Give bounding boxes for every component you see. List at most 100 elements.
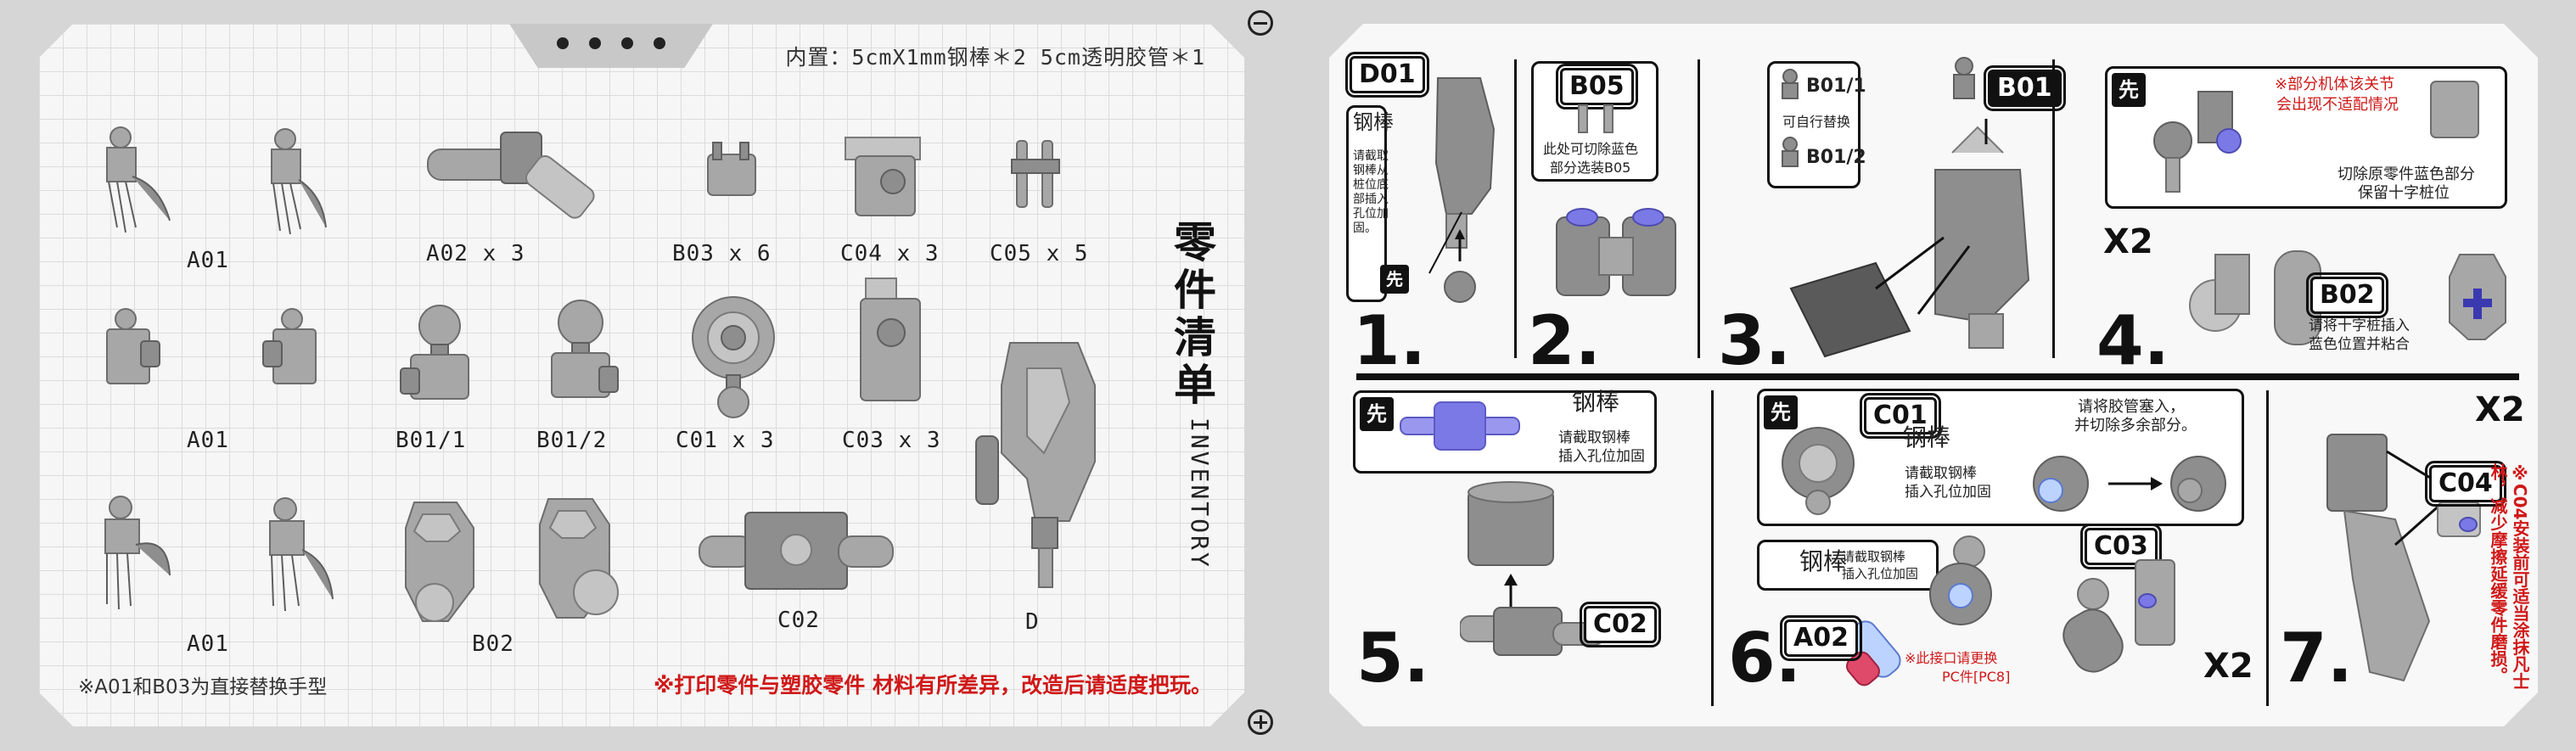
shoulder-part-b01-2 (551, 300, 619, 398)
part-label: A02 x 3 (426, 241, 525, 266)
tube-instruction-text: 并切除多余部分。 (2074, 417, 2197, 434)
hand-part-b03 (707, 142, 756, 196)
rod-instruction-box (1757, 540, 1939, 591)
rod-instruction-text: 请截取 钢棒从 桩位底 部插入 孔位加 固。 (1353, 149, 1389, 235)
part-label: C04 x 3 (840, 241, 940, 266)
tab-dots (543, 31, 679, 56)
figure-icon (1953, 57, 1975, 99)
part-badge-c03: C03 (2080, 524, 2162, 569)
leg-assembly-d01 (1428, 77, 1496, 303)
hand-swap-note: ※A01和B03为直接替换手型 (78, 676, 328, 698)
part-label: C03 x 3 (842, 428, 941, 453)
rod-label: 钢棒 (1353, 110, 1394, 134)
figure-icon (1782, 69, 1799, 99)
column-divider (2266, 390, 2269, 706)
inventory-title: 零 件 清 单 (1174, 218, 1216, 410)
part-label: B01/2 (536, 428, 608, 453)
pc-part-note: ※此接口请更换 (1905, 650, 1998, 666)
part-badge-d01: D01 (1345, 52, 1429, 98)
joint-and-armor (2189, 250, 2321, 345)
quantity-x2: X2 (2103, 222, 2153, 261)
part-label: A01 (187, 428, 229, 453)
rod-instruction-text: 请截取钢棒 (1842, 549, 1906, 564)
part-label: C02 (777, 608, 820, 633)
part-label: D (1025, 609, 1040, 635)
part-label: C05 x 5 (990, 241, 1089, 266)
hand-part-a01 (271, 128, 327, 235)
part-badge-c04: C04 (2425, 461, 2506, 507)
dot-icon (621, 37, 633, 49)
leg-part-d (975, 342, 1096, 588)
fit-warning-text: ※部分机体该关节 (2275, 76, 2395, 93)
hand-part-a01 (262, 308, 317, 384)
joint-part-c03 (860, 277, 921, 401)
pin-part-b05 (1578, 104, 1614, 133)
part-badge-c01: C01 (1860, 393, 1941, 439)
hand-part-a01 (104, 496, 171, 610)
rod-instruction-text: 插入孔位加固 (1905, 484, 1991, 501)
rod-instruction-text: 插入孔位加固 (1842, 566, 1919, 581)
rod-instruction-text: 请截取钢棒 (1558, 429, 1630, 446)
first-step-icon: 先 (1360, 397, 1394, 431)
torso-assembly (1556, 208, 1676, 296)
tube-insertion-diagram (2033, 456, 2226, 512)
included-items-text: 内置：5cmX1mm钢棒＊2 5cm透明胶管＊1 (785, 45, 1205, 70)
part-label-b01-2: B01/2 (1806, 147, 1866, 168)
step-number: 5. (1356, 619, 1430, 698)
insert-instruction-text: 蓝色位置并粘合 (2309, 336, 2410, 353)
part-badge-b01: B01 (1984, 65, 2066, 111)
part-label: B01/1 (396, 428, 467, 453)
dot-icon (654, 37, 665, 49)
hand-part-a01 (269, 497, 334, 612)
first-step-icon: 先 (1764, 395, 1798, 429)
column-divider (1514, 59, 1517, 358)
material-warning: ※打印零件与塑胶零件 材料有所差异，改造后请适度把玩。 (654, 673, 1213, 698)
part-label: A01 (187, 631, 229, 657)
step-number: 1. (1353, 301, 1427, 380)
step-number: 6. (1728, 619, 1802, 698)
part-label: B02 (472, 631, 514, 657)
minus-circle-icon (1248, 10, 1273, 36)
joint-part-c01 (1782, 427, 1855, 515)
shoulder-part-b01-1 (400, 305, 469, 400)
joint-cut-part (2430, 81, 2479, 138)
insert-instruction-text: 请将十字桩插入 (2309, 317, 2410, 334)
part-badge-a02: A02 (1780, 615, 1862, 661)
cut-instruction-text: 切除原零件蓝色部分 (2337, 165, 2475, 183)
rod-label: 钢棒 (1903, 423, 1951, 451)
armor-part-b02 (405, 502, 474, 622)
plus-circle-icon (1248, 709, 1273, 735)
armor-part-b02 (539, 498, 619, 619)
arm-part-a02 (427, 132, 595, 219)
step-number: 4. (2096, 301, 2170, 380)
figure-icon (1782, 137, 1799, 167)
rod-label: 钢棒 (1799, 547, 1848, 575)
part-label-b01-1: B01/1 (1806, 76, 1866, 97)
torso-joint-part-c02 (699, 512, 894, 590)
part-label: C01 x 3 (676, 428, 775, 453)
quantity-x2: X2 (2203, 647, 2253, 686)
column-divider (1711, 390, 1714, 706)
joint-part-c04 (845, 137, 921, 216)
part-label: B03 x 6 (672, 241, 772, 266)
first-step-icon: 先 (1380, 265, 1409, 294)
rod-label: 钢棒 (1572, 388, 1620, 416)
pc-part-note: PC件[PC8] (1942, 669, 2011, 685)
step-number: 2. (1528, 301, 1602, 380)
pin-part-c05 (1011, 140, 1060, 208)
dot-icon (557, 37, 569, 49)
step-number: 7. (2280, 619, 2354, 698)
column-divider (2052, 59, 2055, 358)
rod-instruction-text: 请截取钢棒 (1905, 465, 1977, 482)
a02-joint-assembly (1846, 535, 1992, 687)
cut-option-text: 部分选装B05 (1550, 160, 1631, 176)
step-number: 3. (1718, 301, 1792, 380)
first-step-icon: 先 (2112, 73, 2146, 107)
leg-assembly-c04 (2326, 434, 2481, 682)
hand-part-a01 (106, 126, 171, 233)
dot-icon (589, 37, 601, 49)
part-badge-b02: B02 (2306, 272, 2388, 318)
part-badge-c02: C02 (1580, 602, 1661, 647)
swap-note: 可自行替换 (1782, 114, 1851, 130)
